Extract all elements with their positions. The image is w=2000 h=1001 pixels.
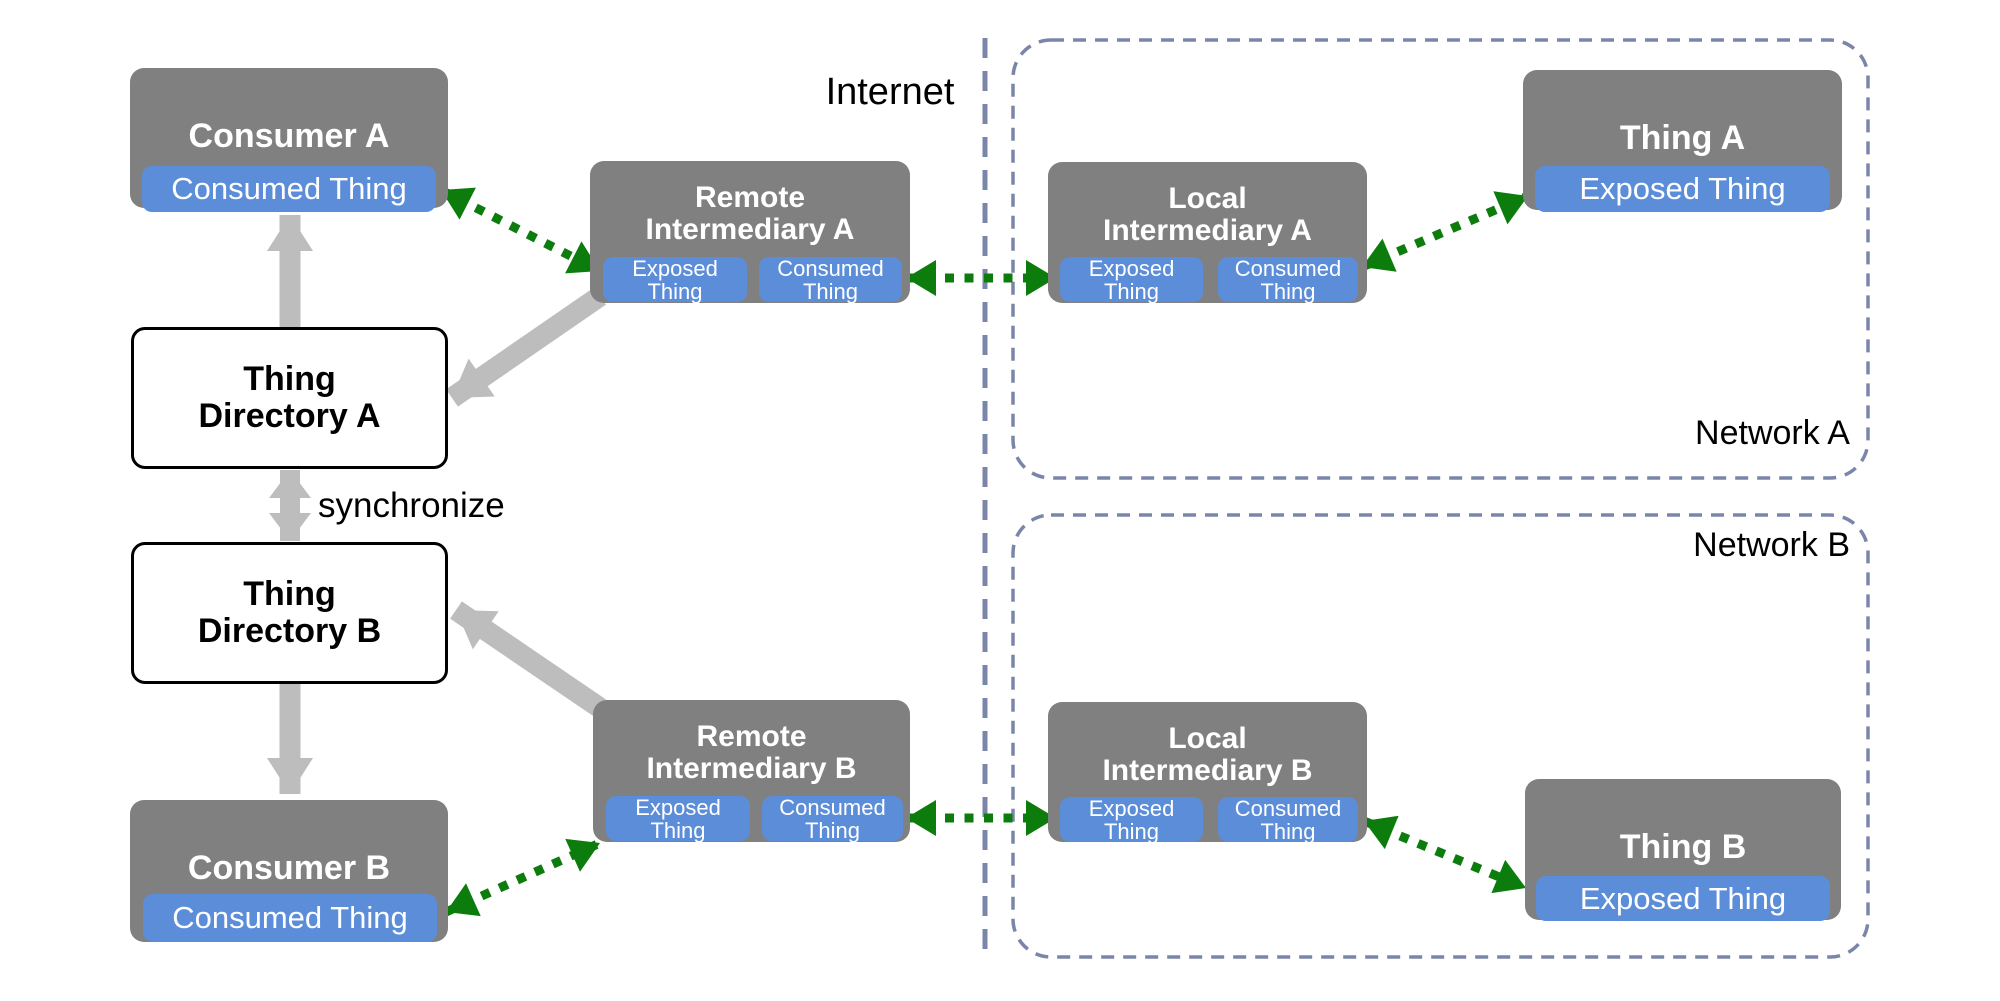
consumed-thing-word1: Consumed	[1234, 795, 1342, 821]
exposed-thing-word1: Exposed	[635, 794, 721, 820]
remote-intermediary-a-title: Remote Intermediary A	[590, 182, 910, 246]
arrow-remote-intermediary-b-to-directory-b	[450, 601, 606, 717]
local-intermediary-a-consumed-thing: Consumed Thing	[1218, 255, 1358, 304]
remote-intermediary-b-consumed-thing: Consumed Thing	[762, 794, 903, 843]
remote-intermediary-b-title: Remote Intermediary B	[593, 721, 910, 785]
exposed-thing-word1: Exposed	[1088, 795, 1175, 821]
consumer-b-title: Consumer B	[187, 849, 391, 887]
arrow-local-intermediary-b-thing-b	[1362, 815, 1528, 894]
thing-directory-a-title-line1: Thing	[243, 360, 336, 398]
consumed-thing-word2: Thing	[802, 278, 859, 304]
consumer-a-box: Consumer A Consumed Thing	[130, 68, 448, 212]
local-intermediary-b-consumed-thing: Consumed Thing	[1218, 795, 1358, 844]
thing-directory-b-title-line1: Thing	[243, 575, 336, 613]
local-intermediary-a-title-line1: Local	[1168, 182, 1247, 215]
remote-intermediary-b-title-line1: Remote	[696, 720, 807, 753]
local-intermediary-a-exposed-thing: Exposed Thing	[1060, 255, 1203, 304]
thing-directory-b-box: Thing Directory B	[131, 542, 448, 684]
remote-intermediary-a-title-line2: Intermediary A	[645, 213, 855, 246]
arrow-remote-intermediary-a-to-directory-a	[446, 287, 606, 407]
local-intermediary-b-title-line2: Intermediary B	[1102, 754, 1313, 787]
consumed-thing-word2: Thing	[1260, 278, 1316, 304]
thing-directory-b-title: Thing Directory B	[134, 576, 445, 650]
thing-b-exposed-thing: Exposed Thing	[1536, 876, 1830, 921]
remote-intermediary-b-title-line2: Intermediary B	[646, 752, 857, 785]
internet-label: Internet	[825, 71, 955, 113]
thing-a-exposed-thing: Exposed Thing	[1535, 166, 1830, 212]
exposed-thing-word2: Thing	[1103, 818, 1160, 844]
thing-b-box: Thing B Exposed Thing	[1525, 779, 1841, 921]
local-intermediary-a-title-line2: Intermediary A	[1103, 214, 1312, 247]
local-intermediary-b-title-line1: Local	[1168, 722, 1247, 755]
remote-intermediary-a-exposed-thing: Exposed Thing	[603, 255, 747, 304]
local-intermediary-b-title: Local Intermediary B	[1048, 723, 1367, 787]
exposed-thing-word2: Thing	[650, 817, 706, 843]
consumer-b-consumed-thing: Consumed Thing	[143, 894, 437, 942]
exposed-thing-word1: Exposed	[1088, 255, 1175, 281]
exposed-thing-word2: Thing	[1103, 278, 1160, 304]
arrow-consumer-b-remote-intermediary-b	[444, 838, 602, 917]
network-b-boundary	[1011, 513, 1870, 959]
local-intermediary-a-title: Local Intermediary A	[1048, 183, 1367, 247]
consumer-a-consumed-thing: Consumed Thing	[142, 166, 436, 212]
local-intermediary-b-exposed-thing: Exposed Thing	[1060, 795, 1203, 844]
thing-directory-a-box: Thing Directory A	[131, 327, 448, 469]
thing-directory-a-title: Thing Directory A	[134, 361, 445, 435]
network-b-label: Network B	[1693, 526, 1850, 564]
consumer-b-box: Consumer B Consumed Thing	[130, 800, 448, 942]
consumed-thing-word2: Thing	[804, 817, 861, 843]
network-a-label: Network A	[1695, 414, 1850, 452]
remote-intermediary-a-consumed-thing: Consumed Thing	[759, 255, 902, 304]
thing-a-title: Thing A	[1619, 119, 1746, 157]
remote-intermediary-b-box: Remote Intermediary B Exposed Thing Cons…	[593, 700, 910, 842]
thing-b-title: Thing B	[1619, 828, 1747, 866]
remote-intermediary-a-title-line1: Remote	[694, 181, 806, 214]
local-intermediary-b-box: Local Intermediary B Exposed Thing Consu…	[1048, 702, 1367, 844]
thing-directory-b-title-line2: Directory B	[197, 612, 382, 650]
exposed-thing-word2: Thing	[647, 278, 703, 304]
remote-intermediary-b-exposed-thing: Exposed Thing	[606, 794, 750, 843]
consumed-thing-word1: Consumed	[777, 255, 884, 281]
consumed-thing-word1: Consumed	[779, 794, 886, 820]
consumed-thing-word1: Consumed	[1234, 255, 1342, 281]
synchronize-label: synchronize	[318, 486, 505, 525]
consumer-a-title: Consumer A	[188, 117, 390, 155]
local-intermediary-a-box: Local Intermediary A Exposed Thing Consu…	[1048, 162, 1367, 303]
thing-a-box: Thing A Exposed Thing	[1523, 70, 1842, 212]
arrow-local-intermediary-a-thing-a	[1360, 191, 1530, 272]
network-a-boundary	[1011, 38, 1870, 480]
consumed-thing-word2: Thing	[1260, 818, 1316, 844]
exposed-thing-word1: Exposed	[632, 255, 718, 281]
remote-intermediary-a-box: Remote Intermediary A Exposed Thing Cons…	[590, 161, 910, 303]
thing-directory-a-title-line2: Directory A	[198, 397, 381, 435]
arrow-consumer-a-remote-intermediary-a	[438, 185, 603, 276]
